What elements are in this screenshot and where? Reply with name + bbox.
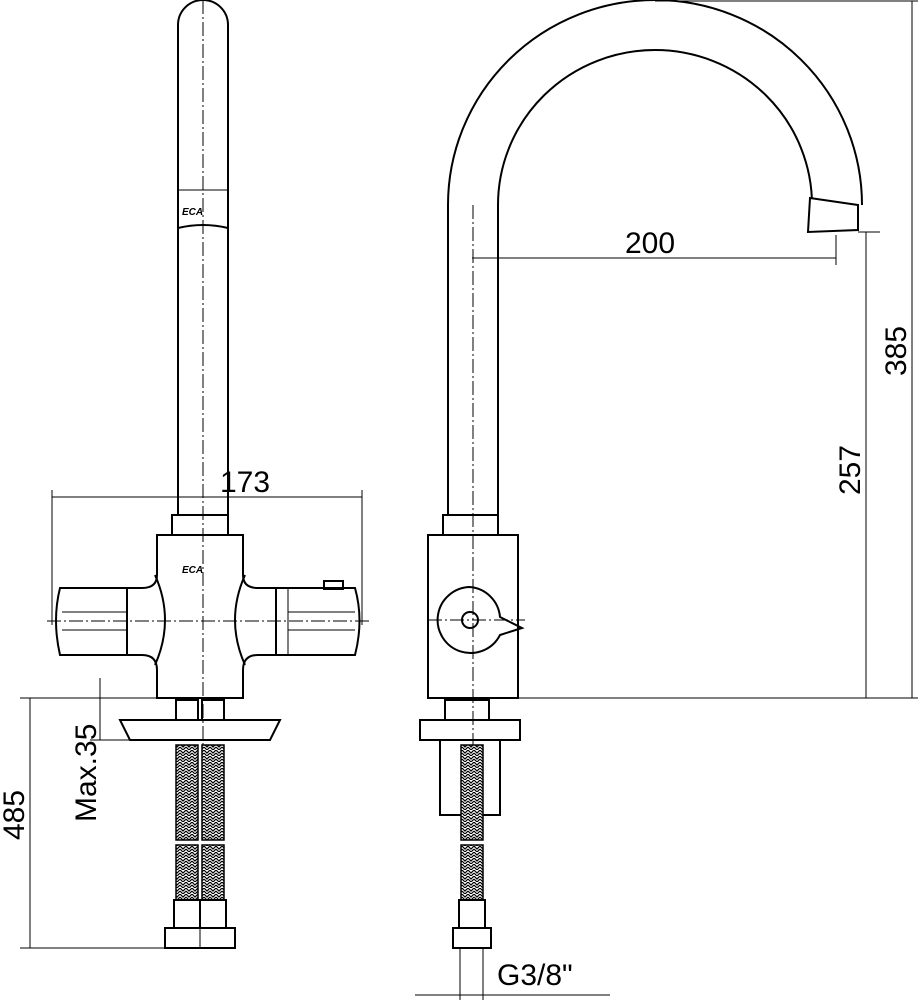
side-view: [419, 0, 863, 1000]
front-body-arc-right: [234, 574, 246, 666]
right-handle: [275, 587, 361, 656]
side-mounting-plate: [419, 719, 521, 741]
dim-257: 257: [834, 231, 880, 698]
dim-173: 173: [51, 466, 363, 625]
side-spout-outer: [447, 0, 863, 515]
dim-385: 385: [518, 0, 918, 699]
front-hose-left-lower: [175, 844, 199, 901]
dim-label-385: 385: [880, 326, 913, 376]
side-studs: [444, 699, 490, 721]
front-hose-right: [201, 744, 225, 841]
front-body: [126, 534, 277, 699]
front-body-arc-left: [154, 574, 166, 666]
front-hose-right-lower: [201, 844, 225, 901]
logo-body: ECA: [182, 565, 203, 576]
dim-label-257: 257: [834, 445, 867, 495]
front-collar: [171, 514, 229, 536]
side-collar: [442, 514, 499, 536]
side-hose: [460, 744, 484, 841]
dim-200: 200: [472, 227, 837, 265]
dim-thread: G3/8": [415, 959, 610, 996]
side-body: [427, 534, 519, 699]
front-view: ECA ECA: [47, 0, 372, 949]
front-ferrule-right: [199, 899, 227, 929]
spout-nozzle: [806, 196, 859, 234]
side-ferrule: [458, 899, 486, 929]
side-spout-inner: [497, 49, 813, 515]
dim-485: 485 Max.35: [0, 678, 165, 949]
side-hose-lower: [460, 844, 484, 901]
dim-label-485: 485: [0, 790, 31, 840]
dim-label-max35: Max.35: [70, 724, 103, 822]
dim-label-173: 173: [220, 466, 270, 499]
dim-label-200: 200: [625, 227, 675, 260]
front-mounting-plate: [118, 719, 282, 741]
front-stud-left: [175, 699, 199, 721]
logo-spout: ECA: [182, 207, 203, 218]
front-hose-left: [175, 744, 199, 841]
side-handle-knob: [436, 585, 525, 654]
temperature-stop-button: [323, 580, 344, 590]
front-ferrule-left: [173, 899, 201, 929]
dim-label-thread: G3/8": [497, 959, 573, 992]
front-stud-right: [201, 699, 225, 721]
side-hose-nut: [452, 927, 492, 949]
